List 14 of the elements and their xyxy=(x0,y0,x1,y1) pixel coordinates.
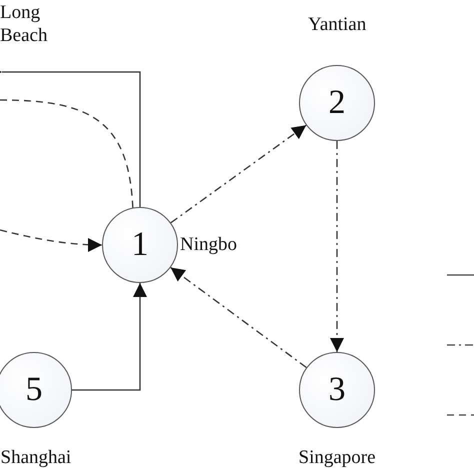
node-number: 2 xyxy=(328,84,346,122)
arrow xyxy=(170,124,307,224)
node-number: 3 xyxy=(328,371,346,409)
node-number: 5 xyxy=(26,371,42,409)
port-name: Ningbo xyxy=(180,234,237,257)
port-name: Long Beach xyxy=(0,2,48,48)
port-name: Singapore xyxy=(298,447,376,470)
port-name: Yantian xyxy=(308,14,366,37)
port-name: Shanghai xyxy=(0,447,72,470)
arrow xyxy=(72,283,147,391)
arrow xyxy=(170,267,307,368)
arrow xyxy=(0,229,102,252)
arrow xyxy=(330,141,344,352)
node-number: 1 xyxy=(132,226,148,264)
